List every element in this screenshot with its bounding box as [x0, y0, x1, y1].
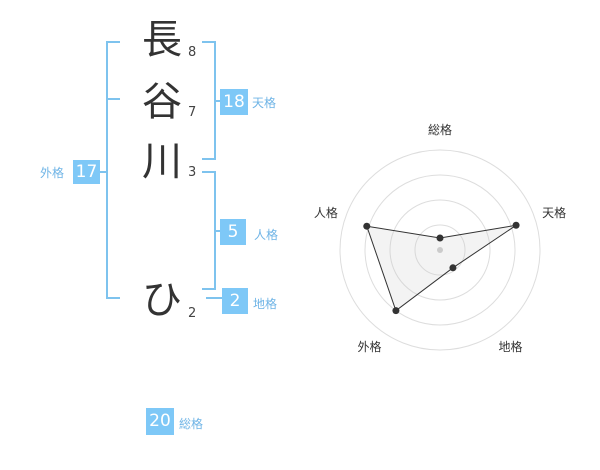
radar-ring-4: [339, 149, 541, 351]
stroke-count-3: 3: [188, 165, 197, 180]
radar-point-0: [436, 234, 444, 242]
gaikaku-label: 外格: [40, 166, 65, 180]
gaikaku-bracket-mid: [106, 98, 120, 100]
chikaku-value-box: 2: [222, 288, 248, 314]
name-char-1: 長: [142, 17, 182, 63]
tenkaku-bracket-bottom: [202, 158, 216, 160]
name-char-2: 谷: [142, 79, 182, 125]
radar-axis-label-3: 外格: [357, 339, 381, 354]
tenkaku-connector: [214, 100, 222, 102]
radar-ring-1: [414, 224, 466, 276]
radar-axis-label-0: 総格: [428, 122, 452, 137]
gaikaku-connector: [98, 171, 106, 173]
name-char-3: 川: [142, 139, 182, 185]
radar-series-area: [366, 224, 517, 312]
radar-point-3: [392, 307, 400, 315]
radar-point-4: [363, 222, 371, 230]
name-char-4: ひ: [142, 277, 182, 323]
radar-axis-label-1: 天格: [542, 205, 566, 220]
tenkaku-bracket-top: [202, 41, 216, 43]
chikaku-connector: [206, 297, 222, 299]
jinkaku-value-box: 5: [220, 219, 246, 245]
stroke-count-4: 2: [188, 306, 197, 321]
soukaku-label: 総格: [179, 417, 204, 431]
tenkaku-value-box: 18: [220, 89, 248, 115]
jinkaku-connector: [214, 230, 222, 232]
radar-center-dot: [437, 247, 443, 253]
radar-axis-label-4: 人格: [314, 205, 338, 220]
stroke-count-2: 7: [188, 105, 197, 120]
stroke-count-1: 8: [188, 45, 197, 60]
radar-point-2: [449, 264, 457, 272]
gaikaku-value-box: 17: [73, 160, 100, 184]
gaikaku-bracket-bottom: [106, 297, 120, 299]
soukaku-value-box: 20: [146, 408, 174, 435]
jinkaku-label: 人格: [254, 228, 279, 242]
jinkaku-bracket-top: [202, 171, 216, 173]
tenkaku-label: 天格: [252, 96, 277, 110]
gaikaku-bracket-top: [106, 41, 120, 43]
radar-ring-2: [389, 199, 491, 301]
gaikaku-bracket-vertical: [106, 41, 108, 299]
jinkaku-bracket-bottom: [202, 288, 216, 290]
radar-axis-label-2: 地格: [499, 339, 523, 354]
radar-point-1: [512, 221, 520, 229]
chikaku-label: 地格: [253, 297, 278, 311]
radar-ring-3: [364, 174, 516, 326]
